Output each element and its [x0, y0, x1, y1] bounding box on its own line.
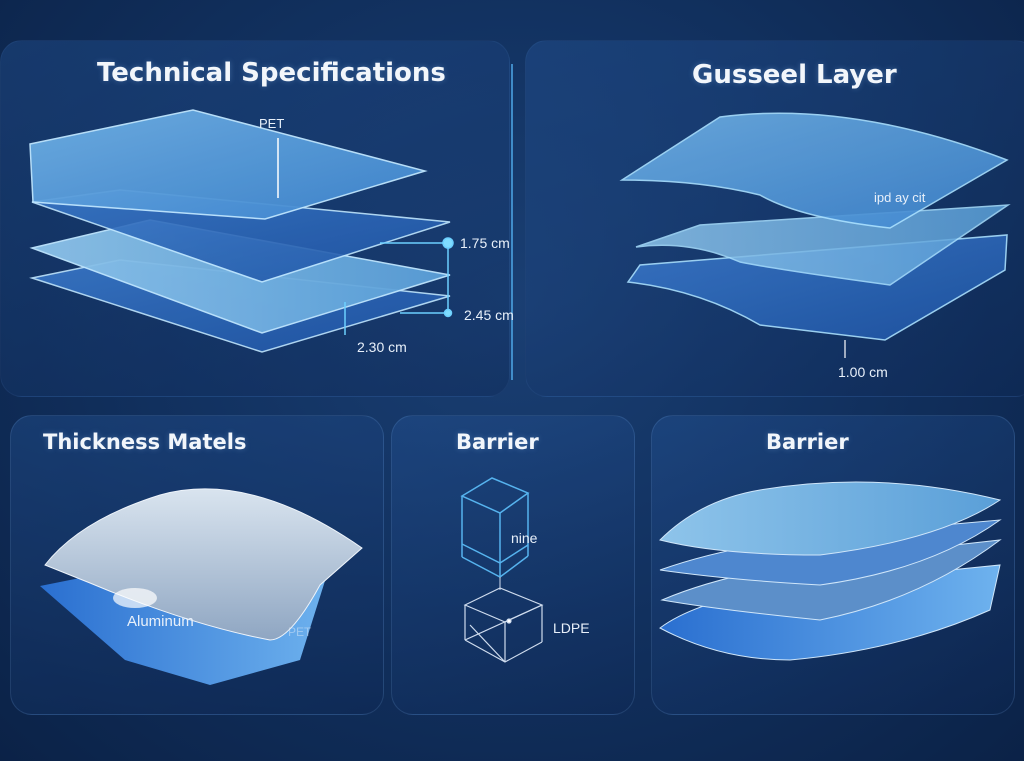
dimension-1-75: 1.75 cm [460, 235, 510, 251]
barrier-center-panel [391, 415, 635, 715]
dimension-2-45: 2.45 cm [464, 307, 514, 323]
barrier-top [659, 481, 1002, 556]
dimension-1-00: 1.00 cm [838, 364, 888, 380]
top-cube-icon [460, 477, 530, 578]
gusset-middle [635, 204, 1011, 286]
gusset-layer-stack [619, 112, 1011, 341]
aluminum-label: Aluminum [127, 613, 194, 630]
technical-specifications-title: Technical Specifications [97, 58, 446, 88]
gusset-top [619, 112, 1009, 229]
bottom-cube-icon [463, 587, 544, 663]
dimension-2-30: 2.30 cm [357, 339, 407, 355]
barrier-right-title: Barrier [766, 430, 849, 454]
pet-layer-stack [29, 109, 451, 353]
dimension-lines [277, 64, 513, 380]
barrier-cubes [460, 477, 544, 663]
gusset-overlay-label: ipd ay cit [874, 190, 926, 205]
pet-label: PET [259, 116, 285, 131]
barrier-center-title: Barrier [456, 430, 539, 454]
gusset-layer-title: Gusseel Layer [692, 60, 897, 90]
pet-faint-label: PET [288, 625, 312, 639]
layer-top [29, 109, 428, 220]
top-cube-label: nine [511, 530, 538, 546]
ldpe-label: LDPE [553, 620, 590, 636]
barrier-layer-stack [659, 481, 1002, 661]
aluminum-pouch [44, 488, 363, 641]
thickness-materials-title: Thickness Matels [43, 430, 247, 454]
pouch-illustration [40, 488, 363, 685]
